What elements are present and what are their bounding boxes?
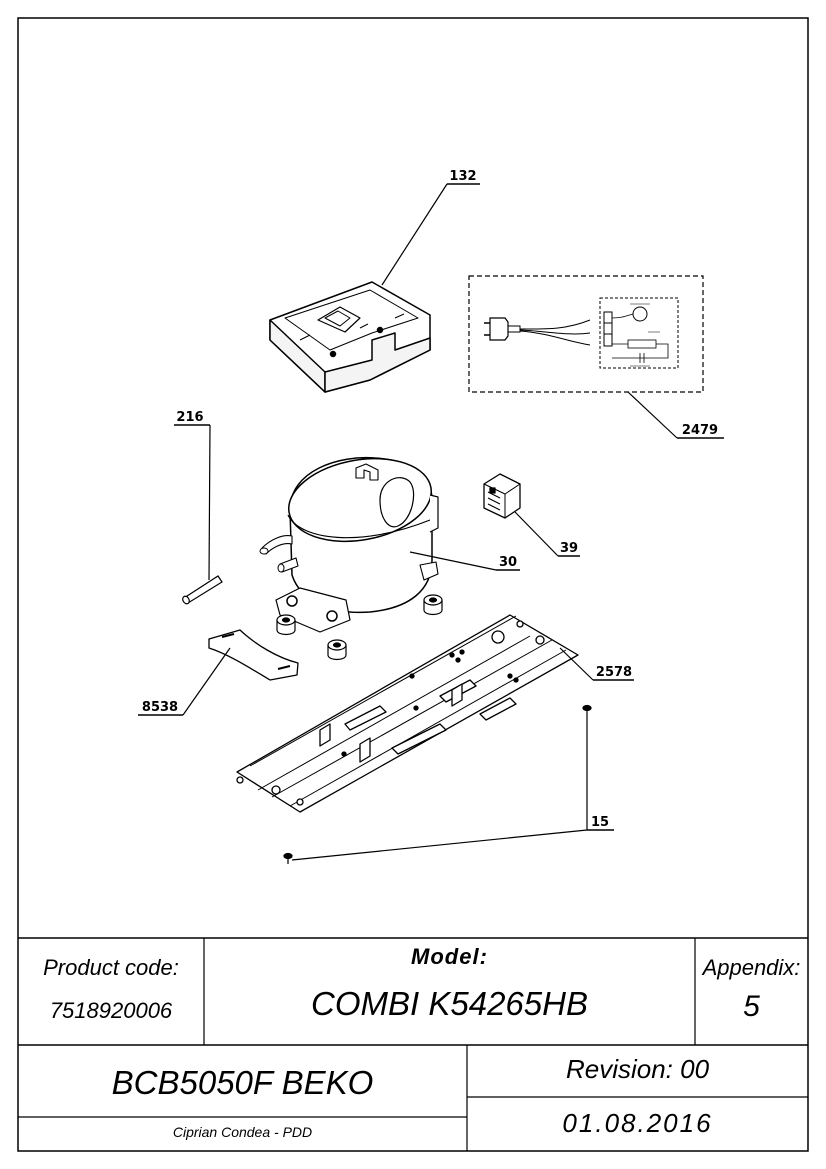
model-value: COMBI K54265HB [311,985,588,1022]
part-39-relay [483,473,521,519]
product-name: BCB5050F BEKO [111,1064,374,1101]
part-132-cover-box [269,281,431,393]
leader-216 [208,424,211,581]
leader-8538 [182,647,231,716]
part-216-tube [182,575,223,605]
rubber-grommets [276,594,443,661]
callout-15: 15 [591,815,609,830]
grommet [327,639,347,661]
leader-2479 [627,391,678,439]
model-label: Model: [411,944,488,969]
part-15-screws [283,704,592,864]
leader-132 [381,183,448,286]
callout-8538: 8538 [142,700,178,715]
leader-39 [514,511,559,557]
screw [582,704,592,716]
appendix-label: Appendix: [702,955,801,980]
part-2479-wiring-harness [468,275,704,393]
callout-2578: 2578 [596,665,632,680]
part-2578-base-plate [236,614,579,813]
leader-30 [409,551,497,571]
part-8538-gasket-strip [208,629,299,681]
callout-216: 216 [176,410,203,425]
author: Ciprian Condea - PDD [172,1124,313,1140]
leader-2578 [559,647,594,681]
grommet [423,594,443,616]
appendix-value: 5 [743,990,760,1023]
grommet [276,614,296,636]
callout-30: 30 [499,555,517,570]
callout-132: 132 [449,169,476,184]
sheet-border [17,17,809,1152]
part-30-compressor [259,456,439,633]
leader-15-b [291,829,588,861]
product-code-value: 7518920006 [49,998,173,1023]
callout-39: 39 [560,541,578,556]
screw [283,852,293,864]
product-code-label: Product code: [43,955,179,980]
revision: Revision: 00 [565,1054,710,1084]
title-block-frame [18,937,808,1151]
date: 01.08.2016 [562,1108,713,1138]
callout-2479: 2479 [682,423,718,438]
